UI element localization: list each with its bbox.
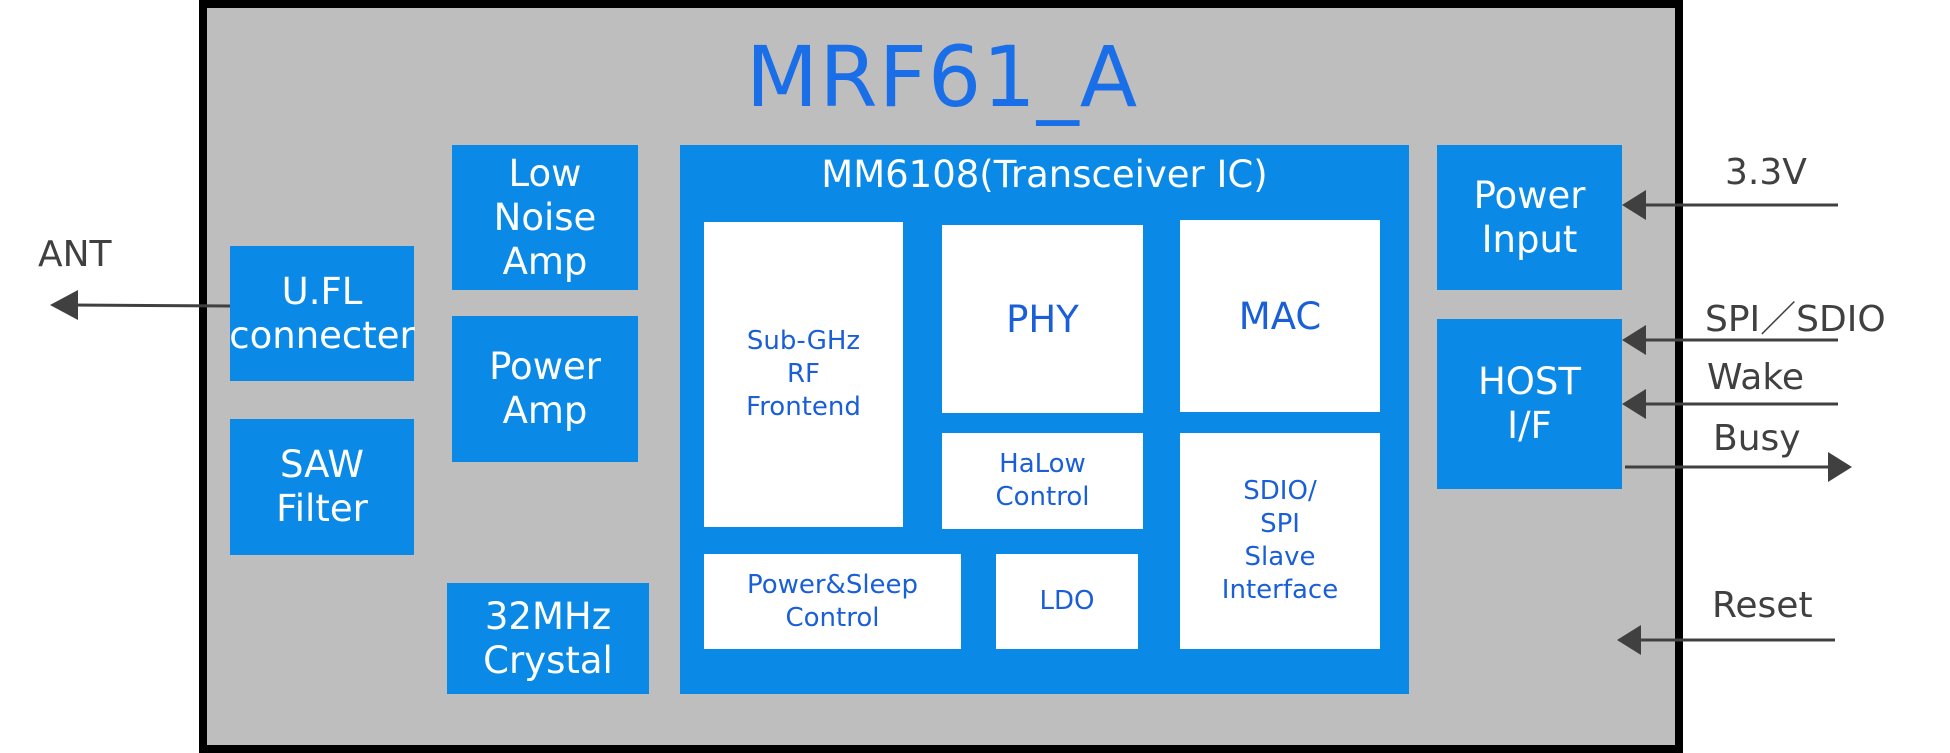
saw-filter-block: SAW Filter [230,419,414,555]
phy-block: PHY [942,225,1143,413]
transceiver-ic-title: MM6108(Transceiver IC) [821,153,1268,196]
ant-arrow-icon [50,290,231,320]
3v3-arrow-icon [1622,190,1838,220]
power-sleep-control-block: Power&Sleep Control [704,554,961,649]
low-noise-amp-block: Low Noise Amp [452,145,638,290]
ldo-block: LDO [996,554,1138,649]
spi-sdio-arrow-icon [1622,325,1838,355]
halow-control-block: HaLow Control [942,433,1143,529]
power-amp-block: Power Amp [452,316,638,462]
sdio-spi-slave-interface-block: SDIO/ SPI Slave Interface [1180,433,1380,649]
wake-label: Wake [1707,357,1805,398]
mac-block: MAC [1180,220,1380,412]
spi-sdio-label: SPI／SDIO [1705,299,1886,340]
subghz-rf-frontend-block: Sub-GHz RF Frontend [704,222,903,527]
ufl-connector-block: U.FL connecter [229,246,415,381]
3v3-label: 3.3V [1725,152,1807,193]
reset-arrow-icon [1617,625,1835,655]
module-title: MRF61_A [745,28,1139,126]
host-interface-block: HOST I/F [1437,319,1622,489]
busy-arrow-icon [1625,452,1852,482]
wake-arrow-icon [1622,389,1838,419]
busy-label: Busy [1713,418,1801,459]
ant-label: ANT [38,234,112,275]
reset-label: Reset [1712,585,1813,626]
crystal-block: 32MHz Crystal [447,583,649,694]
power-input-block: Power Input [1437,145,1622,290]
